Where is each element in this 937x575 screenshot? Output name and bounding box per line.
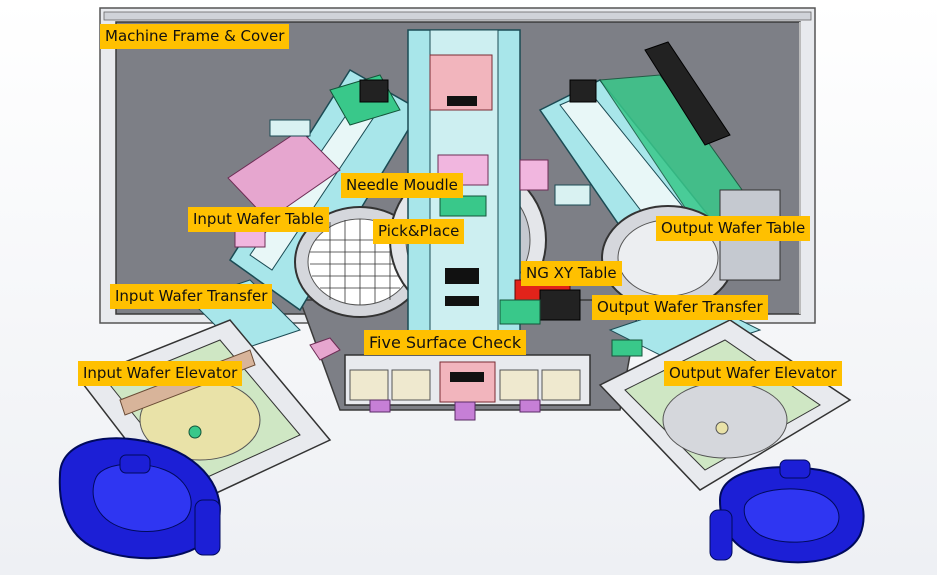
output-elevator-handle: [709, 459, 865, 564]
label-pick-place: Pick&Place: [373, 219, 465, 244]
label-output-wafer-table: Output Wafer Table: [656, 216, 811, 241]
label-ng-xy-table: NG XY Table: [521, 261, 622, 286]
label-output-wafer-transfer: Output Wafer Transfer: [592, 295, 768, 320]
input-elevator-handle: [58, 437, 221, 560]
five-surface-check-unit: [344, 354, 591, 421]
label-input-wafer-transfer: Input Wafer Transfer: [110, 284, 273, 309]
ng-xy-table: [499, 279, 581, 325]
label-machine-frame-cover: Machine Frame & Cover: [100, 24, 290, 49]
label-five-surface-check: Five Surface Check: [364, 330, 527, 355]
label-input-wafer-table: Input Wafer Table: [188, 207, 329, 232]
label-input-wafer-elevator: Input Wafer Elevator: [78, 361, 243, 386]
label-output-wafer-elevator: Output Wafer Elevator: [664, 361, 842, 386]
label-needle-module: Needle Moudle: [341, 173, 463, 198]
